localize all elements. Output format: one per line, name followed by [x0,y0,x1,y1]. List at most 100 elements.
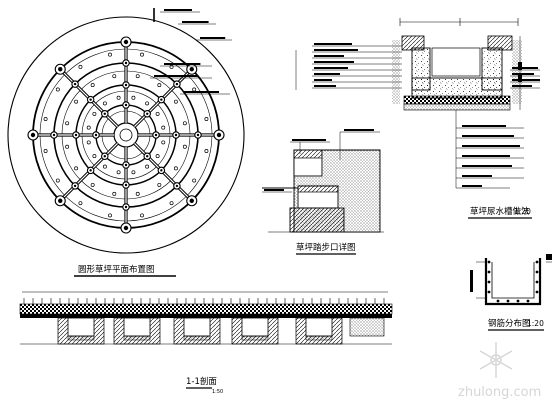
plan-node-dot-5-0 [58,198,63,203]
plan-node-dot-5-3 [103,155,106,158]
plan-nodes [27,36,225,234]
plan-ring-8 [113,122,139,148]
section-1-1-title: 1-1剖面 [186,376,217,387]
plan-stone-4-0 [108,213,112,218]
plan-stone-15-1 [182,121,187,126]
plan-stone-12-2 [131,95,136,100]
plan-leader-note-5 [184,91,219,93]
plan-stone-14-0 [192,87,197,92]
plan-stone-7-2 [86,140,91,145]
section-trench-2 [183,317,211,337]
plan-stone-8-2 [86,125,91,130]
section-1-1 [19,291,393,345]
plan-stone-13-2 [145,101,150,106]
plan-stone-14-1 [173,99,178,104]
plan-stone-2-2 [145,164,150,169]
plan-node-dot-3-1 [175,184,179,188]
plan-node-dot-7-2 [89,98,92,101]
plan-stone-5-1 [90,182,95,187]
plan-stone-8-0 [43,117,48,121]
plan-stone-10-2 [102,101,107,106]
plan-leader-note-4 [154,75,198,77]
plan-node-dot-4-2 [124,183,128,187]
plan-stone-3-1 [135,191,140,196]
plan-node-dot-4-3 [124,163,128,167]
plan-stone-1-2 [155,154,160,159]
plan-node-dot-6-2 [74,133,78,137]
plan-stone-3-0 [140,213,144,218]
plan-stone-12-1 [135,74,140,79]
plan-node-dot-7-0 [58,67,63,72]
plan-stone-9-1 [74,99,79,104]
plan-node-dot-7-1 [73,82,77,86]
zhulong-watermark: zhulong.com [458,342,541,400]
plan-stone-0-2 [161,140,166,145]
circular-lawn-plan [7,8,245,254]
plan-ring-9 [119,128,133,142]
section-trench-bed-2 [183,335,211,341]
plan-node-dot-1-3 [146,112,149,115]
plan-node-dot-3-3 [146,155,149,158]
plan-node-dot-6-3 [94,133,98,137]
plan-leader-note-0 [164,9,192,11]
plan-stone-11-2 [116,95,121,100]
plan-stone-5-0 [78,201,83,206]
plan-stone-0-0 [204,149,209,153]
plan-node-dot-2-0 [216,132,222,138]
plan-outer-ring [7,16,245,254]
section-trench-bed-4 [305,335,333,341]
plan-stone-12-0 [140,52,144,57]
plan-node-dot-7-3 [103,112,106,115]
rebar-diagram [470,254,552,306]
pool-left-note-marks [314,43,358,87]
section-trench-bed-0 [67,335,95,341]
plan-node-dot-0-3 [124,103,128,107]
section-trench-0 [67,317,95,337]
plan-node-dot-4-0 [123,225,129,231]
plan-node-dot-0-2 [124,83,128,87]
pool-right-notes [455,69,540,189]
plan-stone-1-0 [192,178,197,183]
plan-stone-4-1 [112,191,117,196]
pool-section-detail [295,18,540,189]
plan-stone-7-0 [43,149,48,153]
plan-node-dot-6-1 [52,133,56,137]
plan-stone-1-1 [173,166,178,171]
plan-stone-9-2 [92,111,97,116]
plan-node-dot-5-2 [89,169,92,172]
plan-stone-13-0 [169,64,174,69]
section-trench-4 [305,317,333,337]
pool-title-scale: 1:20 [514,207,531,216]
plan-stone-6-1 [74,166,79,171]
plan-stone-9-0 [55,87,60,92]
plan-stone-2-0 [169,201,174,206]
watermark-site-text: zhulong.com [458,385,541,400]
plan-node-dot-2-1 [196,133,200,137]
plan-leader-note-2 [200,37,226,39]
plan-node-dot-2-3 [154,133,158,137]
section-trench-bed-3 [241,335,269,341]
section-1-1-title-scale: 1:50 [212,389,223,395]
plan-leader-note-3 [164,63,201,65]
plan-stone-6-2 [92,154,97,159]
plan-stone-11-0 [108,52,112,57]
plan-title: 圆形草坪平面布置图 [78,264,155,275]
plan-node-dot-3-2 [160,169,163,172]
plan-stone-11-1 [112,74,117,79]
rebar-title: 钢筋分布图 [488,318,531,329]
plan-stone-13-1 [157,83,162,88]
plan-node-dot-0-1 [124,61,128,65]
plan-node-dot-1-2 [160,98,163,101]
plan-stone-15-2 [161,125,166,130]
plan-stone-14-2 [155,111,160,116]
section-trench-bed-1 [123,335,151,341]
section-trench-3 [241,317,269,337]
plan-leader-note-1 [182,21,209,23]
plan-stone-8-1 [65,121,70,126]
plan-node-dot-1-0 [189,67,194,72]
plan-node-dot-3-0 [189,198,194,203]
plan-node-dot-0-0 [123,39,129,45]
plan-stone-3-2 [131,170,136,175]
section-trench-1 [123,317,151,337]
